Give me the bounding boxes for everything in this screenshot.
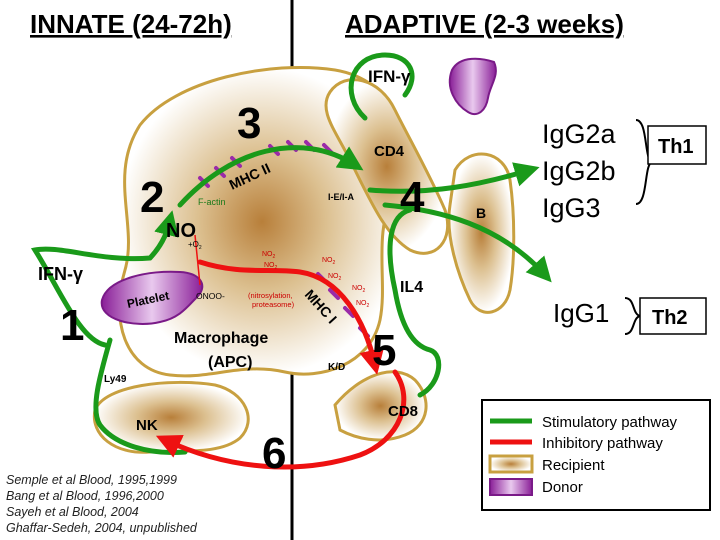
- th2-box: [639, 297, 707, 335]
- legend-donor-text: Donor: [542, 479, 583, 496]
- th1-box: [647, 125, 707, 165]
- innate-header: INNATE (24-72h): [30, 9, 232, 39]
- nitrosylation-label: (nitrosylation,: [248, 291, 293, 300]
- legend-stimulatory-text: Stimulatory pathway: [542, 414, 678, 431]
- ly49-label: Ly49: [104, 374, 127, 385]
- factin-label: F-actin: [198, 197, 226, 207]
- apc-label: (APC): [208, 354, 252, 371]
- step-3: 3: [237, 99, 261, 148]
- inhibitory-paths: [155, 259, 407, 470]
- macrophage-label: Macrophage: [174, 330, 268, 347]
- step-5: 5: [372, 326, 396, 375]
- b-label: B: [476, 205, 486, 221]
- citation-1: Semple et al Blood, 1995,1999: [6, 473, 177, 487]
- kd-label: K/D: [328, 362, 345, 373]
- iea-label: I-E/I-A: [328, 192, 354, 202]
- igg1-label: IgG1: [553, 298, 609, 328]
- igg2b-label: IgG2b: [542, 156, 616, 186]
- legend: Stimulatory pathway Inhibitory pathway R…: [481, 399, 711, 511]
- no2-label-5: NO2: [352, 285, 366, 294]
- th2-label: Th2: [652, 307, 688, 329]
- citation-4: Ghaffar-Sedeh, 2004, unpublished: [6, 521, 198, 535]
- step-6: 6: [262, 429, 286, 478]
- no-label: NO: [166, 220, 196, 242]
- no2-label-2: NO2: [264, 262, 278, 271]
- donor-cell-top: [448, 57, 497, 116]
- ifn-gamma-left: IFN-γ: [38, 264, 83, 284]
- legend-inhibitory-text: Inhibitory pathway: [542, 435, 663, 452]
- cd4-label: CD4: [374, 143, 405, 160]
- nk-label: NK: [136, 417, 158, 434]
- o2-label: +O2: [188, 240, 202, 251]
- stimulatory-paths: [30, 52, 552, 456]
- igg3-label: IgG3: [542, 193, 601, 223]
- igg2a-label: IgG2a: [542, 119, 617, 149]
- citation-2: Bang et al Blood, 1996,2000: [6, 489, 164, 503]
- legend-recipient-swatch: [488, 454, 534, 474]
- step-2: 2: [140, 173, 164, 222]
- no2-label-6: NO2: [356, 300, 370, 309]
- no2-label-1: NO2: [262, 251, 276, 260]
- il4-label: IL4: [400, 279, 423, 296]
- b-cell: [447, 152, 516, 314]
- no2-label-4: NO2: [328, 273, 342, 282]
- th2-bracket: [624, 297, 641, 335]
- no-to-onoo: [194, 234, 201, 286]
- th1-label: Th1: [658, 136, 694, 158]
- nk-cell: [92, 380, 250, 454]
- platelet-cell: [100, 270, 204, 325]
- cd8-label: CD8: [388, 403, 418, 420]
- proteasome-label: proteasome): [252, 300, 295, 309]
- legend-recipient-text: Recipient: [542, 457, 605, 474]
- adaptive-header: ADAPTIVE (2-3 weeks): [345, 9, 624, 39]
- step-4: 4: [400, 173, 425, 222]
- ifn-gamma-top: IFN-γ: [368, 67, 411, 86]
- legend-donor-swatch: [489, 478, 533, 496]
- onoo-label: ONOO-: [196, 291, 225, 301]
- citation-3: Sayeh et al Blood, 2004: [6, 505, 139, 519]
- step-1: 1: [60, 301, 84, 350]
- no2-label-3: NO2: [322, 257, 336, 266]
